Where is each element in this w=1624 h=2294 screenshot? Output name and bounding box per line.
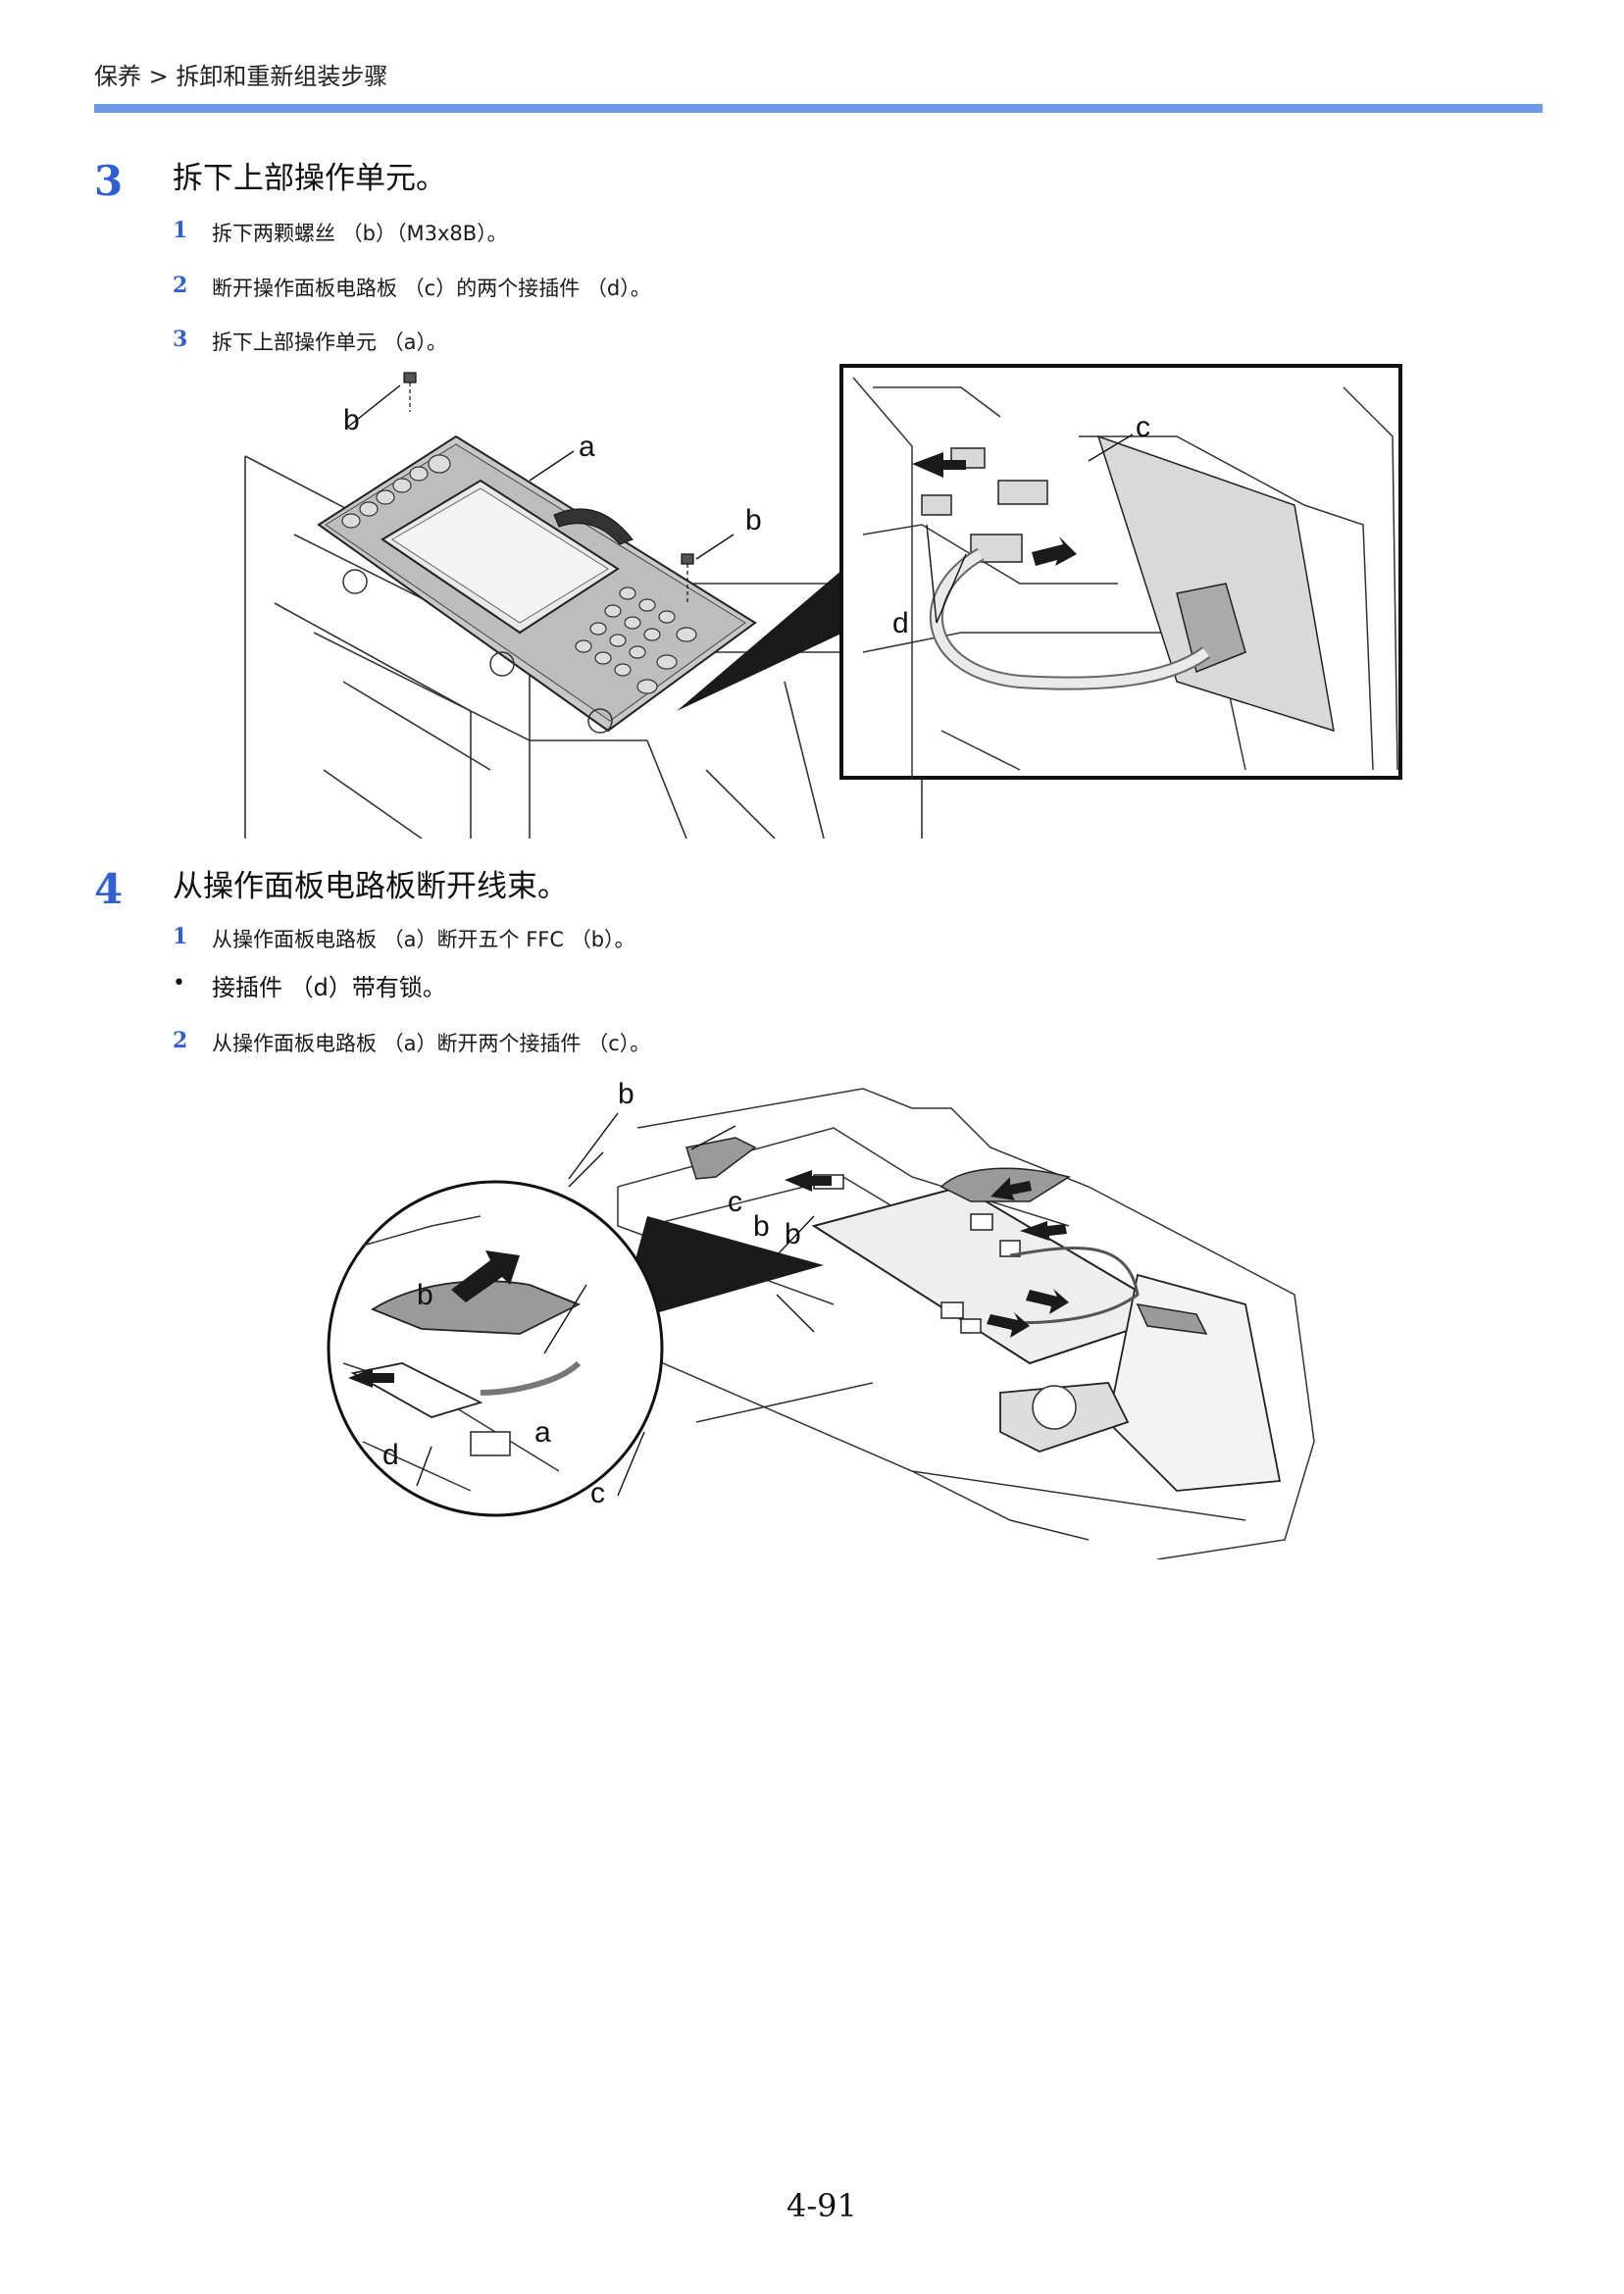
circuit-board-illustration [811,1185,1180,1365]
step-3-substep-2-text: 断开操作面板电路板 （c）的两个接插件 （d）。 [212,277,651,300]
figure-2-label-a: a [534,1416,551,1449]
figure-2-label-d: d [382,1439,399,1471]
step-3-substep-1-number: 1 [173,218,188,243]
step-3-substep-3-number: 3 [173,327,188,352]
step-4-substep-1-text: 从操作面板电路板 （a）断开五个 FFC （b）。 [212,928,635,951]
step-4-substep-1-number: 1 [173,924,188,949]
figure-1-label-d: d [892,607,909,639]
step-3-number: 3 [94,157,124,205]
figure-2-label-b-2: b [753,1210,770,1243]
step-4-substep-2-text: 从操作面板电路板 （a）断开两个接插件 （c）。 [212,1032,651,1055]
disconnect-arrow-icon [785,1170,1069,1338]
bullet-dot: • [173,971,185,995]
figure-2-label-b-3: b [785,1218,801,1250]
step-4-note: 接插件 （d）带有锁。 [212,974,446,1001]
figure-2-label-c-1: c [728,1186,742,1218]
figure-1-label-b-1: b [343,404,360,436]
figure-disconnect-harness: b c b b b d a c [327,1078,1315,1559]
figure-operation-unit-removal: b a b c d [244,364,1402,839]
figure-2-label-b-1: b [618,1078,634,1110]
figure-2-label-b-zoom: b [417,1279,433,1311]
step-4-number: 4 [94,865,124,913]
step-3-substep-2-number: 2 [173,273,188,298]
step-3-substep-1-text: 拆下两颗螺丝 （b）（M3x8B）。 [212,222,508,245]
step-4-title: 从操作面板电路板断开线束。 [173,869,568,904]
disconnect-arrow-icon [912,452,1077,566]
step-4-substep-2-number: 2 [173,1028,188,1053]
figure-2-label-c-2: c [590,1477,605,1509]
step-3-title: 拆下上部操作单元。 [173,161,446,196]
screw-icon [403,372,694,603]
breadcrumb: 保养 > 拆卸和重新组装步骤 [94,63,388,90]
pull-arrow-icon [348,1250,520,1388]
lift-arrow-icon [553,508,634,545]
figure-1-label-c: c [1136,411,1150,443]
header-rule [94,104,1543,113]
step-3-substep-3-text: 拆下上部操作单元 （a）。 [212,331,448,354]
figure-1-label-a: a [579,431,595,463]
operation-panel-illustration [317,434,757,734]
figure-1-label-b-2: b [745,504,762,536]
page-number: 4-91 [787,2187,857,2224]
